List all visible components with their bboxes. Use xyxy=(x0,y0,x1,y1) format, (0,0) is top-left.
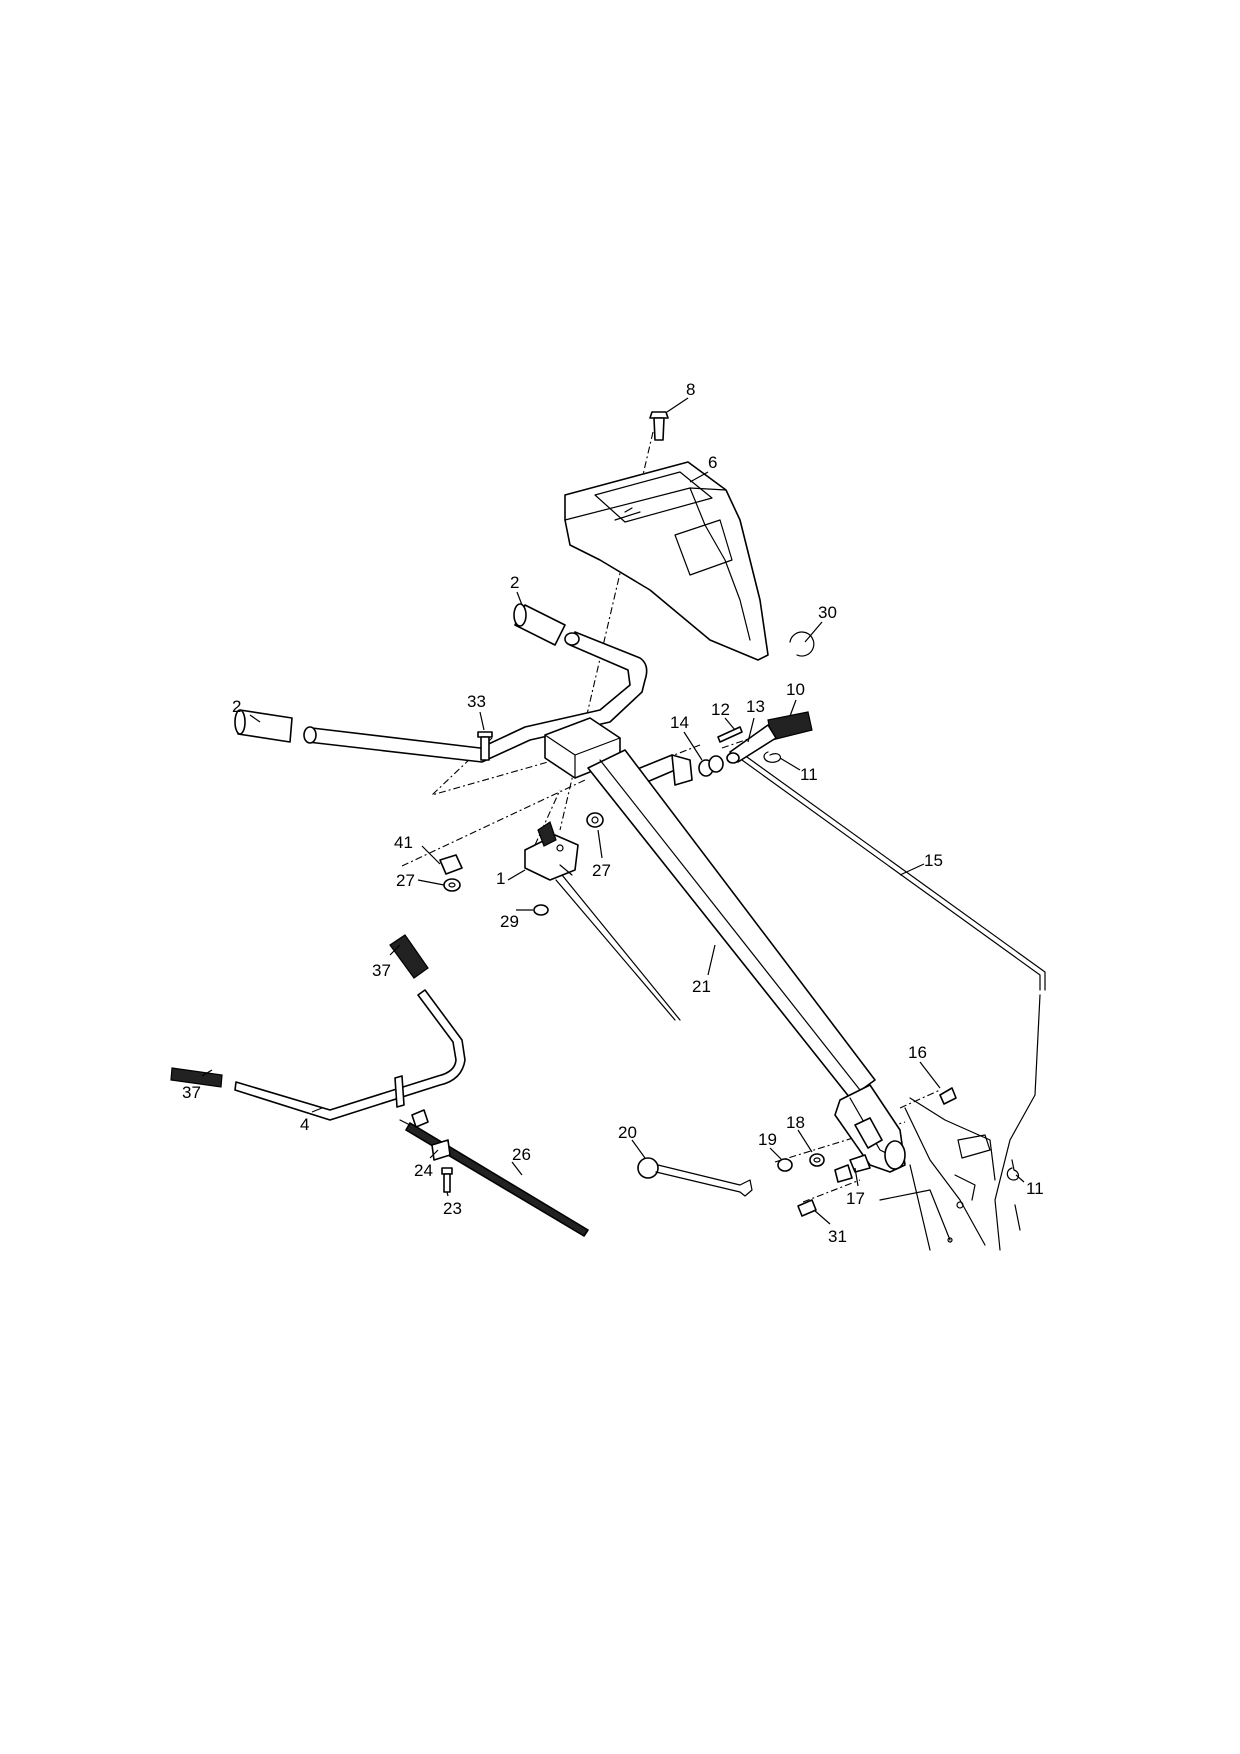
callout-6: 6 xyxy=(708,453,717,472)
part-6-console-cover xyxy=(564,461,769,661)
part-20-shift-lever xyxy=(637,1157,753,1197)
callout-1: 1 xyxy=(496,869,505,888)
part-2-grip-left xyxy=(234,709,293,743)
part-16-bolt xyxy=(939,1087,957,1105)
part-11-clip-lower xyxy=(1006,1159,1020,1181)
callout-14: 14 xyxy=(670,713,689,732)
callout-17: 17 xyxy=(846,1189,865,1208)
callout-37-upper: 37 xyxy=(372,961,391,980)
part-27-nut-right xyxy=(586,812,604,828)
callout-19: 19 xyxy=(758,1130,777,1149)
handle-tube-bracket xyxy=(834,1084,906,1173)
callout-33: 33 xyxy=(467,692,486,711)
callout-20: 20 xyxy=(618,1123,637,1142)
part-8-screw xyxy=(649,411,669,441)
callout-16: 16 xyxy=(908,1043,927,1062)
part-19-washer xyxy=(777,1158,793,1172)
part-18-nut xyxy=(809,1153,825,1167)
part-23-bolt xyxy=(441,1167,453,1193)
part-17-spacer xyxy=(834,1154,871,1183)
callout-4: 4 xyxy=(300,1115,309,1134)
callout-23: 23 xyxy=(443,1199,462,1218)
callout-2-left: 2 xyxy=(232,697,241,716)
callout-11-upper: 11 xyxy=(800,765,818,784)
callout-8: 8 xyxy=(686,380,695,399)
callout-30: 30 xyxy=(818,603,837,622)
part-30-clip xyxy=(789,631,815,657)
part-15-control-rod xyxy=(734,751,1046,991)
callout-27-right: 27 xyxy=(592,861,611,880)
callout-21: 21 xyxy=(692,977,711,996)
part-37-grip-upper xyxy=(389,934,429,979)
callout-10: 10 xyxy=(786,680,805,699)
part-13-lever xyxy=(726,724,777,764)
callout-11-lower: 11 xyxy=(1026,1179,1044,1198)
callout-27-left: 27 xyxy=(396,871,415,890)
callouts: 8 6 2 30 2 33 12 13 10 14 11 41 27 27 1 … xyxy=(182,380,1044,1246)
callout-15: 15 xyxy=(924,851,943,870)
part-31-bolt xyxy=(797,1199,817,1217)
callout-12: 12 xyxy=(711,700,730,719)
part-1-bracket xyxy=(524,821,681,1021)
part-41-clamp xyxy=(439,854,463,875)
part-37-grip-left xyxy=(170,1067,223,1088)
part-14-spacer xyxy=(698,755,724,777)
callout-29: 29 xyxy=(500,912,519,931)
part-2-grip-upper xyxy=(513,603,566,646)
callout-26: 26 xyxy=(512,1145,531,1164)
callout-18: 18 xyxy=(786,1113,805,1132)
part-12-bolt xyxy=(717,726,743,743)
part-4-bail xyxy=(234,989,466,1121)
part-26-cable xyxy=(399,1109,589,1237)
part-11-clip-upper xyxy=(763,751,782,763)
part-29-washer xyxy=(533,904,549,916)
leader-lines xyxy=(201,397,1025,1225)
callout-31: 31 xyxy=(828,1227,847,1246)
tiller-frame xyxy=(879,994,1041,1251)
callout-24: 24 xyxy=(414,1161,433,1180)
part-21-handle-tube xyxy=(587,749,876,1099)
callout-41: 41 xyxy=(394,833,413,852)
part-27-nut-left xyxy=(443,878,461,892)
callout-13: 13 xyxy=(746,697,765,716)
part-33-bolt xyxy=(477,731,493,761)
callout-37-left: 37 xyxy=(182,1083,201,1102)
callout-2-upper: 2 xyxy=(510,573,519,592)
